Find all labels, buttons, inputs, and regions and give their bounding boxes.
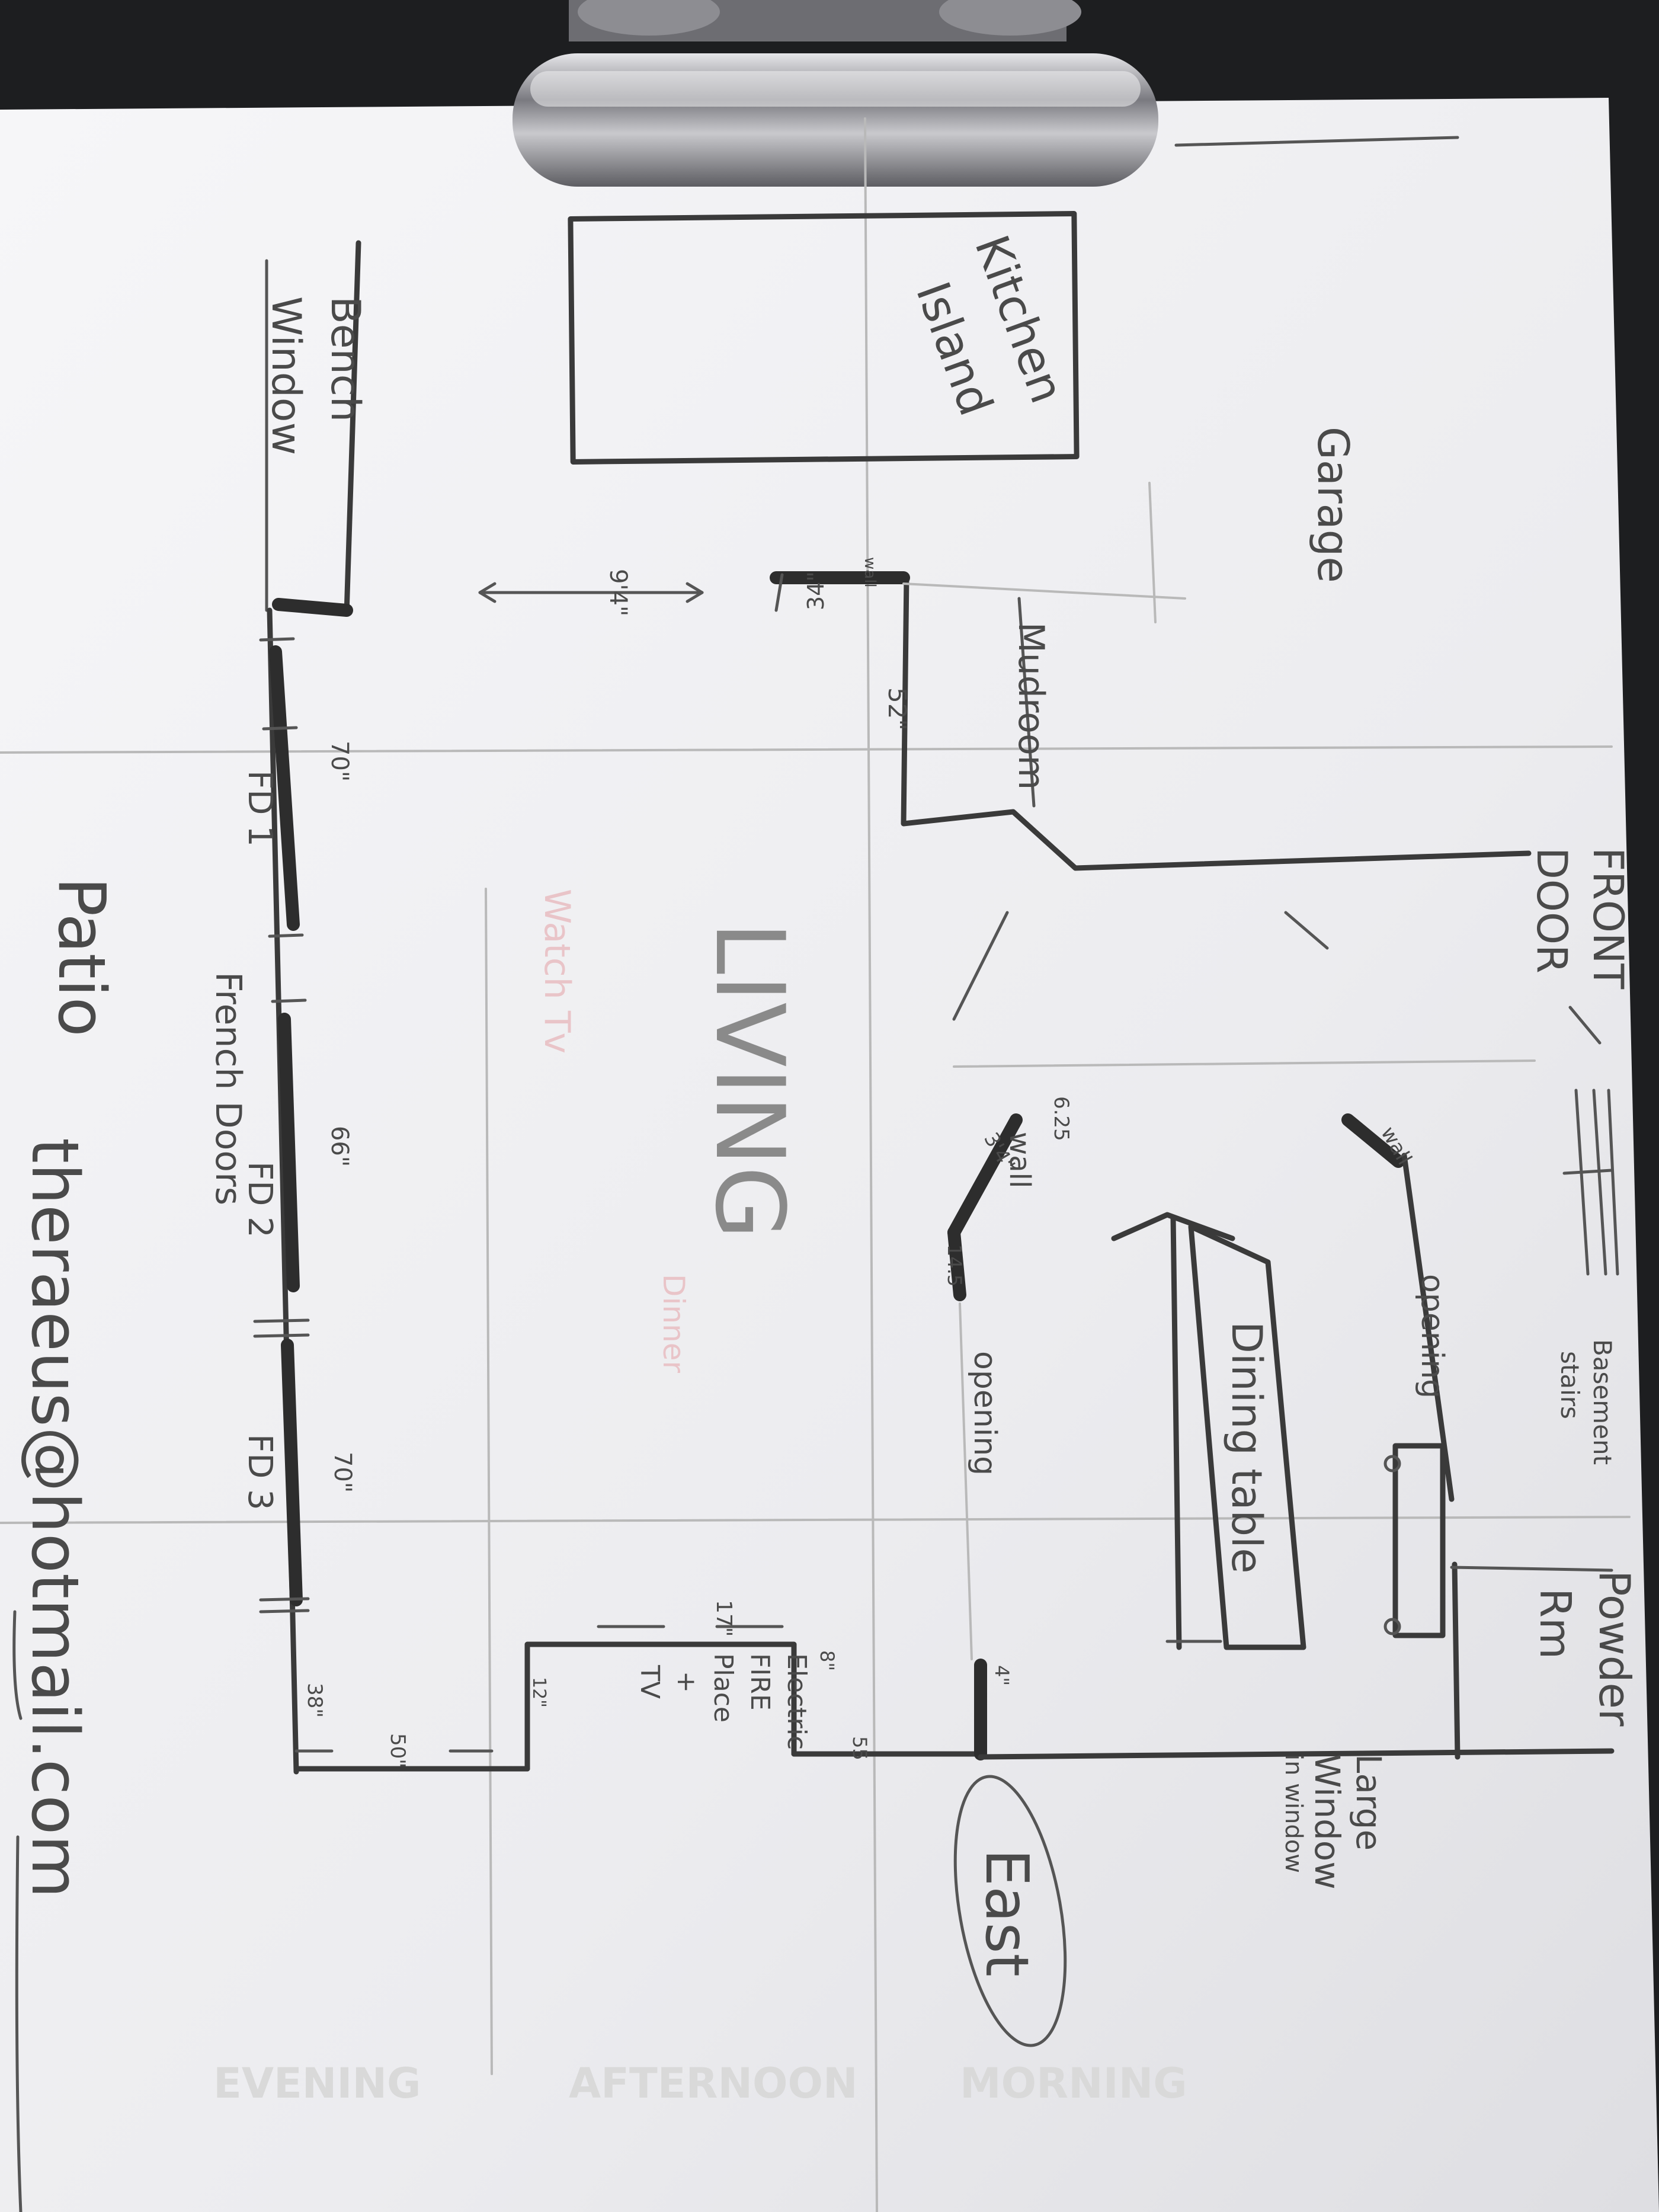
french-door-marks [253, 637, 310, 1614]
dim-8: 8" [816, 1650, 838, 1671]
svg-text:EVENING: EVENING [213, 2059, 421, 2108]
label-door: DOOR [1527, 847, 1576, 974]
dim-14-5: 14.5 [943, 1244, 966, 1286]
label-opening-mid: opening [967, 1351, 1003, 1475]
svg-text:MORNING: MORNING [960, 2059, 1187, 2108]
bleed-through-text: EVENING AFTERNOON MORNING Watch Tv Dinne… [0, 117, 1631, 2212]
label-basement: Basement [1588, 1339, 1617, 1465]
label-window-large: Window [1307, 1754, 1347, 1890]
label-tv: TV [635, 1664, 665, 1699]
label-email: theraeus@hotmail.com [17, 1138, 93, 1899]
dim-4: 4" [991, 1665, 1013, 1686]
dim-9-4: 9'4" [604, 569, 632, 616]
dim-6-25: 6.25 [1049, 1096, 1073, 1141]
svg-text:AFTERNOON: AFTERNOON [569, 2059, 858, 2108]
label-patio: Patio [44, 877, 120, 1037]
dim-70-b: 70" [329, 1452, 356, 1493]
dim-50: 50" [386, 1733, 409, 1768]
label-fd1: FD 1 [241, 770, 279, 847]
dim-12: 12" [529, 1677, 549, 1708]
label-east: East [972, 1849, 1042, 1977]
label-powder: Powder [1590, 1570, 1639, 1727]
label-wall-mid: wall [1003, 1132, 1036, 1188]
labels: Garage Kitchen Island Bench Window Mudro… [17, 229, 1639, 1977]
clipboard-clip-icon [513, 0, 1158, 187]
label-garage: Garage [1308, 427, 1358, 583]
label-fd2: FD 2 [241, 1161, 279, 1238]
paper-sheet [0, 98, 1659, 2212]
label-living: LIVING [694, 921, 805, 1240]
dim-70-a: 70" [326, 741, 353, 782]
floor-plan-drawing [12, 136, 1619, 2212]
label-stairs: stairs [1555, 1351, 1584, 1419]
label-opening-top: opening [1414, 1274, 1450, 1398]
label-fd3: FD 3 [241, 1434, 279, 1510]
dim-38: 38" [303, 1683, 326, 1718]
label-window: Window [262, 296, 309, 455]
svg-text:Watch Tv: Watch Tv [536, 889, 578, 1054]
basement-stairs-icon [1562, 1089, 1619, 1276]
east-compass-ellipse [953, 1775, 1067, 2047]
svg-text:Dinner: Dinner [656, 1274, 691, 1374]
dim-wall-small: wall [861, 557, 879, 588]
label-mudroom: Mudroom [1010, 622, 1052, 790]
label-place: Place [708, 1653, 738, 1723]
dim-55: 55 [848, 1736, 871, 1760]
kitchen-island-box [568, 211, 1080, 465]
label-large: Large [1349, 1754, 1389, 1851]
dim-34: 34" [803, 571, 829, 610]
label-plus: + [671, 1671, 702, 1693]
label-in-window: in window [1280, 1754, 1307, 1873]
label-dining-table: Dining table [1222, 1321, 1271, 1574]
label-french-doors: French Doors [207, 972, 249, 1205]
label-bench: Bench [322, 296, 369, 422]
label-fire: FIRE [745, 1653, 775, 1711]
label-front: FRONT [1584, 847, 1632, 989]
dim-52: 52" [883, 687, 912, 731]
label-rm: Rm [1530, 1588, 1580, 1659]
dim-66: 66" [326, 1126, 353, 1167]
label-electric: Electric [782, 1653, 812, 1750]
dim-17: 17" [712, 1600, 736, 1637]
